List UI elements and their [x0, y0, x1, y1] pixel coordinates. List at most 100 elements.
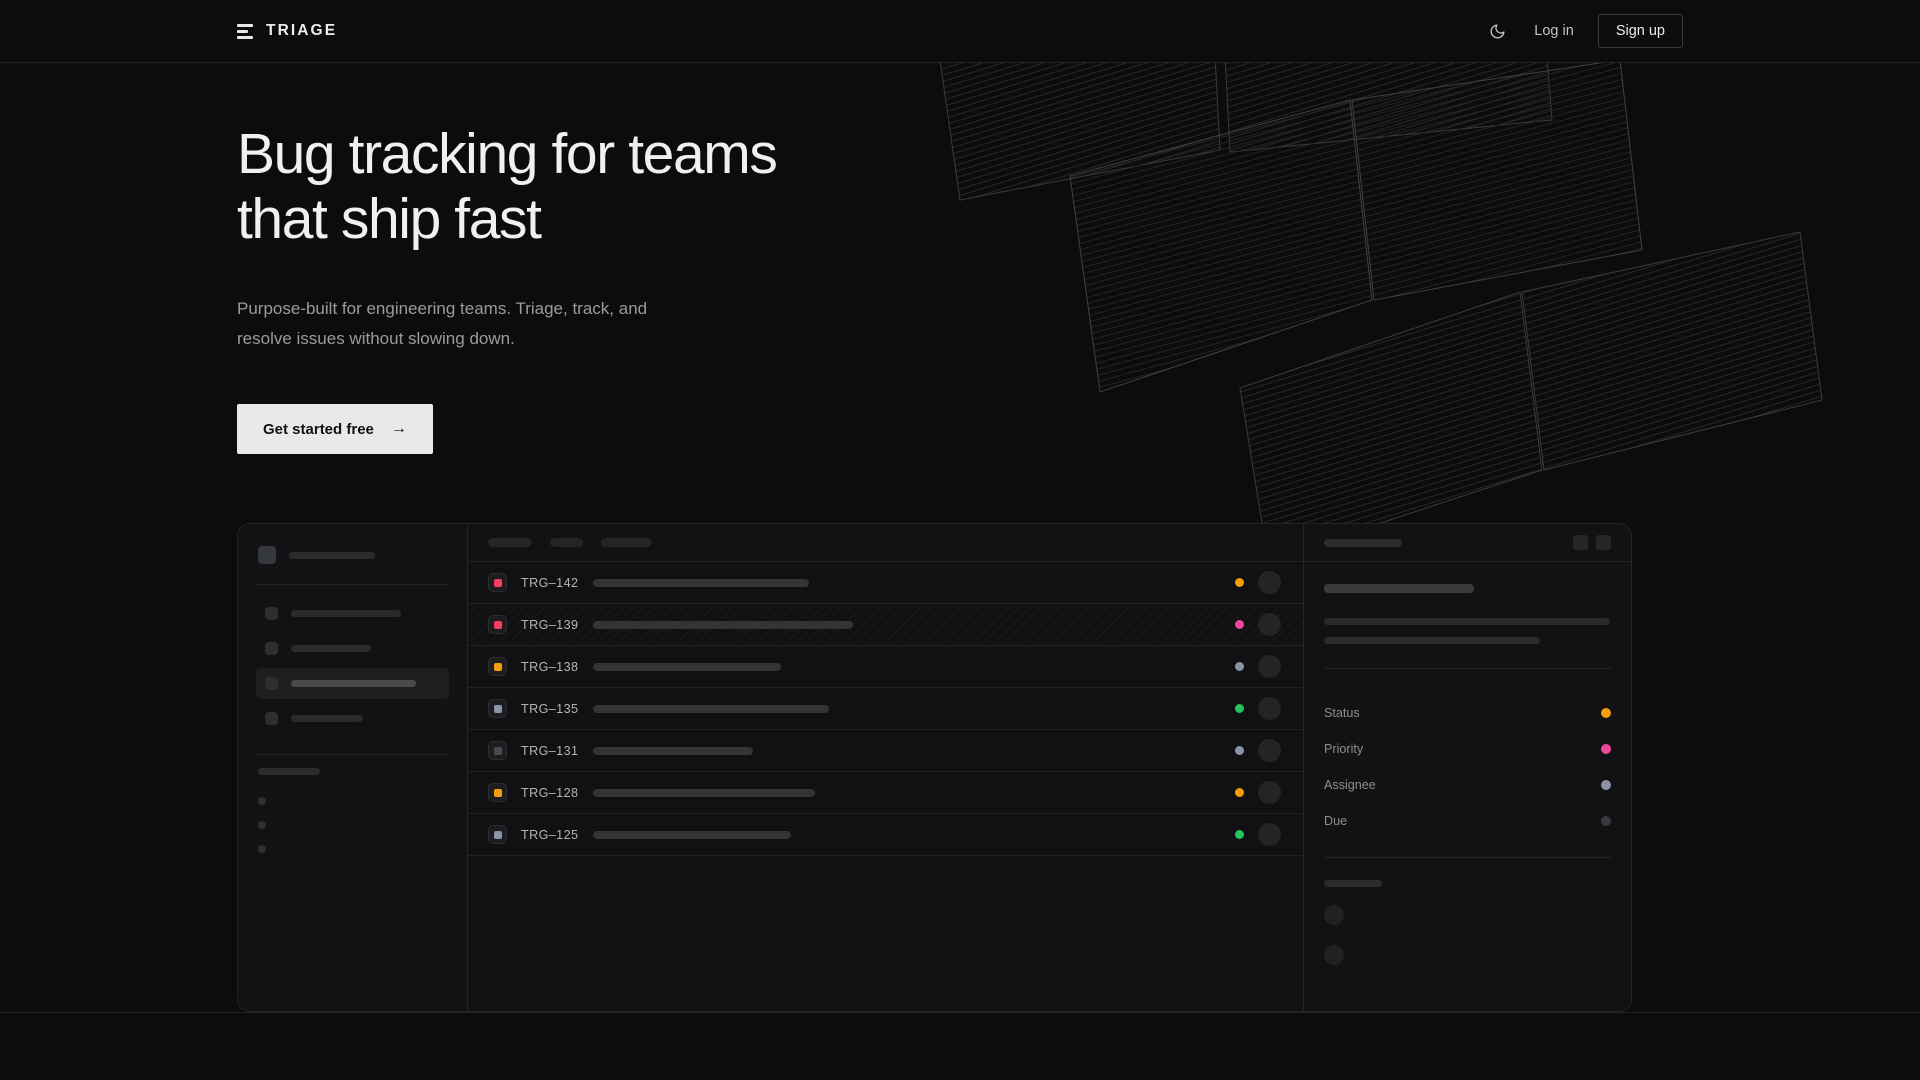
detail-meta-value-dot — [1601, 744, 1611, 754]
detail-meta-row[interactable]: Priority — [1324, 731, 1611, 767]
detail-meta-row[interactable]: Status — [1324, 695, 1611, 731]
detail-header-title-skeleton — [1324, 539, 1402, 547]
issue-id: TRG–139 — [521, 618, 581, 632]
detail-description-line-1-skeleton — [1324, 618, 1610, 625]
hero-subtitle-line-2: resolve issues without slowing down. — [237, 329, 515, 348]
priority-badge — [488, 741, 507, 760]
row-meta — [1235, 571, 1303, 594]
table-row[interactable]: TRG–138 — [468, 646, 1303, 688]
table-row[interactable]: TRG–139 — [468, 604, 1303, 646]
detail-panel-header — [1304, 524, 1631, 562]
login-link[interactable]: Log in — [1532, 19, 1576, 43]
avatar — [1258, 739, 1281, 762]
priority-badge — [488, 657, 507, 676]
avatar — [1258, 571, 1281, 594]
get-started-button[interactable]: Get started free → — [237, 404, 433, 454]
table-row[interactable]: TRG–125 — [468, 814, 1303, 856]
row-meta — [1235, 781, 1303, 804]
avatar — [1258, 655, 1281, 678]
hero-subtitle: Purpose-built for engineering teams. Tri… — [237, 294, 737, 354]
issue-title-skeleton — [593, 579, 809, 587]
detail-meta-label: Assignee — [1324, 778, 1376, 792]
sidebar-item-4[interactable] — [256, 703, 449, 734]
detail-action-button-1[interactable] — [1573, 535, 1588, 550]
sidebar-item-3-icon — [265, 677, 278, 690]
sidebar-mini-item-1-dot-icon — [258, 797, 266, 805]
sidebar-section-heading-skeleton — [258, 768, 320, 775]
detail-meta-label: Status — [1324, 706, 1360, 720]
status-badge — [1235, 620, 1244, 629]
avatar — [1258, 697, 1281, 720]
sidebar-mini-item-2[interactable] — [256, 813, 449, 837]
app-preview-mockup: TRG–142TRG–139TRG–138TRG–135TRG–131TRG–1… — [237, 523, 1632, 1012]
activity-heading-skeleton — [1324, 880, 1382, 887]
row-meta — [1235, 823, 1303, 846]
sidebar-section-heading — [258, 768, 447, 775]
table-row[interactable]: TRG–128 — [468, 772, 1303, 814]
toolbar-filter-chip-3[interactable] — [601, 538, 652, 547]
detail-action-button-2[interactable] — [1596, 535, 1611, 550]
toolbar-filter-chip-2[interactable] — [550, 538, 583, 547]
detail-issue-title-skeleton — [1324, 584, 1474, 593]
footer-divider — [0, 1012, 1920, 1013]
get-started-label: Get started free — [263, 421, 374, 438]
issue-id: TRG–135 — [521, 702, 581, 716]
moon-icon[interactable] — [1484, 18, 1510, 44]
sidebar-item-3-active[interactable] — [256, 668, 449, 699]
mock-detail-panel: StatusPriorityAssigneeDue — [1303, 524, 1631, 1011]
sidebar-mini-item-3-dot-icon — [258, 845, 266, 853]
arrow-right-icon: → — [391, 420, 407, 438]
row-meta — [1235, 739, 1303, 762]
detail-meta-row[interactable]: Due — [1324, 803, 1611, 839]
activity-row-1 — [1324, 895, 1611, 935]
priority-badge — [488, 783, 507, 802]
issue-title-skeleton — [593, 747, 753, 755]
status-badge — [1235, 578, 1244, 587]
row-meta — [1235, 613, 1303, 636]
issue-id: TRG–128 — [521, 786, 581, 800]
sidebar-item-2-label-skeleton — [291, 645, 371, 652]
sidebar-item-4-label-skeleton — [291, 715, 363, 722]
brand-logo[interactable]: TRIAGE — [237, 22, 337, 40]
sidebar-item-4-icon — [265, 712, 278, 725]
issue-title-skeleton — [593, 621, 853, 629]
sidebar-item-1[interactable] — [256, 598, 449, 629]
stacked-bars-logo-icon — [237, 24, 253, 39]
avatar — [1258, 613, 1281, 636]
toolbar-filter-chip-1[interactable] — [488, 538, 532, 547]
detail-activity-section — [1324, 866, 1611, 975]
issue-title-skeleton — [593, 705, 829, 713]
issue-title-skeleton — [593, 831, 791, 839]
status-badge — [1235, 788, 1244, 797]
detail-meta-value-dot — [1601, 708, 1611, 718]
avatar — [1324, 905, 1344, 925]
status-badge — [1235, 662, 1244, 671]
hero-title-line-1: Bug tracking for teams — [237, 122, 776, 186]
sidebar-mini-item-2-dot-icon — [258, 821, 266, 829]
signup-button[interactable]: Sign up — [1598, 14, 1683, 48]
sidebar-mini-item-1[interactable] — [256, 789, 449, 813]
mock-issue-list: TRG–142TRG–139TRG–138TRG–135TRG–131TRG–1… — [468, 524, 1303, 1011]
issue-id: TRG–142 — [521, 576, 581, 590]
sidebar-item-2[interactable] — [256, 633, 449, 664]
sidebar-mini-item-3[interactable] — [256, 837, 449, 861]
hero-title-line-2: that ship fast — [237, 187, 541, 251]
table-row[interactable]: TRG–131 — [468, 730, 1303, 772]
detail-meta-value-dot — [1601, 780, 1611, 790]
table-row[interactable]: TRG–142 — [468, 562, 1303, 604]
detail-meta-value-dot — [1601, 816, 1611, 826]
sidebar-item-1-label-skeleton — [291, 610, 401, 617]
issue-id: TRG–138 — [521, 660, 581, 674]
table-row[interactable]: TRG–135 — [468, 688, 1303, 730]
workspace-name-skeleton — [289, 552, 375, 559]
detail-meta-row[interactable]: Assignee — [1324, 767, 1611, 803]
detail-header-actions — [1573, 535, 1611, 550]
sidebar-item-1-icon — [265, 607, 278, 620]
mock-workspace-switcher[interactable] — [256, 546, 449, 564]
sidebar-divider-top — [256, 584, 449, 585]
decorative-hatched-panels — [920, 0, 1920, 560]
priority-badge — [488, 615, 507, 634]
detail-meta-label: Priority — [1324, 742, 1363, 756]
avatar — [1258, 823, 1281, 846]
